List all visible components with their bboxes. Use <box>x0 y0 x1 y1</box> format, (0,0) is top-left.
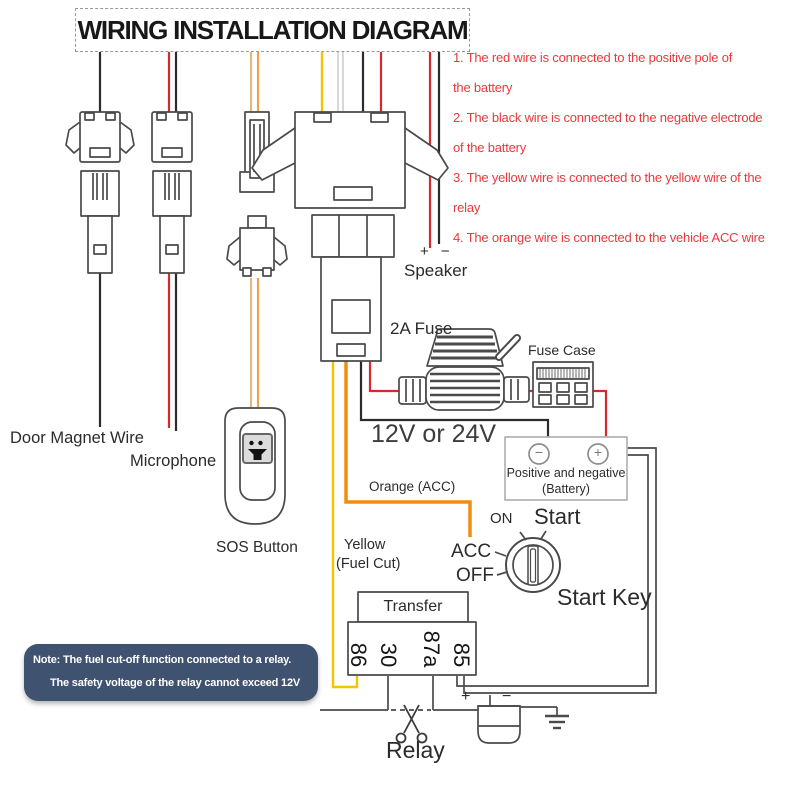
door-magnet-connector <box>65 111 135 274</box>
orange-wire-label: Orange (ACC) <box>369 479 456 494</box>
instruction-line-4: 4. The orange wire is connected to the v… <box>453 230 765 245</box>
battery-label-line2: (Battery) <box>542 482 590 496</box>
note-box: Note: The fuel cut-off function connecte… <box>24 644 318 701</box>
fuse-label: 2A Fuse <box>390 319 453 338</box>
fuse-case-label: Fuse Case <box>528 342 596 358</box>
yellow-wires <box>320 52 359 689</box>
instruction-line-1b: the battery <box>453 80 513 95</box>
relay-pin-85: 85 <box>449 642 474 668</box>
diagram-title-box: WIRING INSTALLATION DIAGRAM <box>75 8 470 52</box>
sos-label: SOS Button <box>216 539 298 556</box>
black-wires <box>98 52 550 437</box>
fuel-pump <box>477 695 521 744</box>
circuit-wires <box>320 447 657 744</box>
connectors-group <box>65 111 628 676</box>
instruction-line-3: 3. The yellow wire is connected to the y… <box>453 170 762 185</box>
key-acc-label: ACC <box>451 541 492 562</box>
battery-label-line1: Positive and negative <box>506 466 626 480</box>
fuse-case-box <box>532 361 594 408</box>
instruction-line-2: 2. The black wire is connected to the ne… <box>453 110 763 125</box>
start-key-label: Start Key <box>557 584 652 610</box>
ground-symbol <box>520 706 569 730</box>
speaker-polarity: + − <box>420 243 454 260</box>
relay-pin-86: 86 <box>346 642 371 668</box>
relay-box <box>347 591 477 676</box>
instruction-line-2b: of the battery <box>453 140 527 155</box>
relay-pin-30: 30 <box>376 642 401 668</box>
battery-box <box>504 436 628 501</box>
power-label: 12V or 24V <box>371 420 497 448</box>
fuse-holder <box>398 328 530 411</box>
scissors-icon <box>395 704 428 744</box>
pump-minus: − <box>502 688 512 705</box>
red-wires <box>167 52 608 437</box>
transfer-label: Transfer <box>383 598 443 615</box>
instruction-line-1: 1. The red wire is connected to the posi… <box>453 50 733 65</box>
yellow-wire-label: Yellow <box>344 537 386 553</box>
microphone-connector <box>151 111 193 274</box>
key-on-label: ON <box>490 510 513 527</box>
sos-button-device <box>224 407 286 525</box>
note-line1: Note: The fuel cut-off function connecte… <box>33 654 292 666</box>
battery-minus: − <box>534 444 544 460</box>
pump-plus: + <box>461 688 471 705</box>
note-line2: The safety voltage of the relay cannot e… <box>50 677 301 689</box>
battery-plus: + <box>593 444 603 460</box>
key-off-label: OFF <box>456 565 494 586</box>
orange-wire <box>344 361 472 537</box>
relay-label: Relay <box>386 737 445 763</box>
diagram-title: WIRING INSTALLATION DIAGRAM <box>77 14 469 45</box>
microphone-label: Microphone <box>130 452 217 470</box>
door-magnet-label: Door Magnet Wire <box>10 429 144 447</box>
instruction-line-3b: relay <box>453 200 481 215</box>
wires-group <box>98 52 657 744</box>
key-start-label: Start <box>534 504 581 529</box>
fuel-cut-label: (Fuel Cut) <box>336 556 401 572</box>
ignition-switch <box>494 530 561 593</box>
relay-pin-87a: 87a <box>419 630 444 668</box>
sos-connector <box>226 111 288 277</box>
speaker-label: Speaker <box>404 261 468 280</box>
white-wire <box>337 52 344 112</box>
sos-wires <box>249 52 260 408</box>
main-unit-connector <box>251 111 449 362</box>
